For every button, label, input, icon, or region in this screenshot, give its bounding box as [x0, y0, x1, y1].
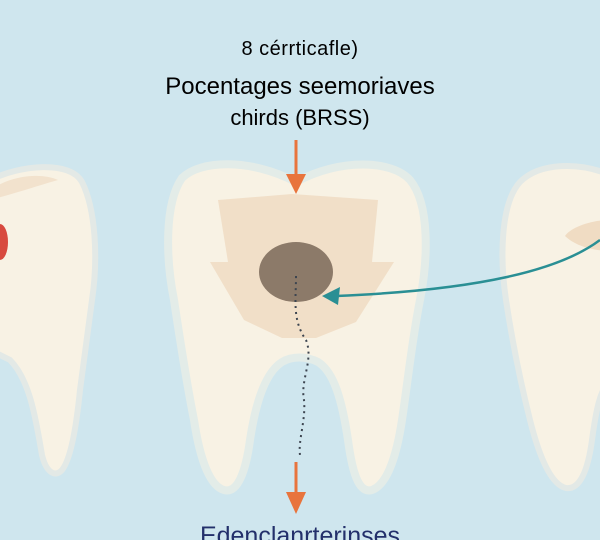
header-line-2: Pocentages seemoriaves	[165, 73, 435, 100]
center-tooth	[164, 160, 430, 495]
right-dentin	[565, 220, 600, 251]
top-arrow	[286, 140, 306, 194]
caries-spot	[0, 224, 8, 260]
right-tooth	[499, 162, 600, 492]
left-tooth	[0, 164, 99, 477]
header-line-3: chirds (BRSS)	[230, 105, 370, 130]
pulp-chamber	[259, 242, 333, 302]
footer-caption: Edenclanrterinses	[199, 522, 401, 540]
bottom-arrow	[286, 462, 306, 514]
pointer-line	[322, 238, 600, 305]
header-line-1: 8 cérrticafle)	[241, 38, 359, 60]
